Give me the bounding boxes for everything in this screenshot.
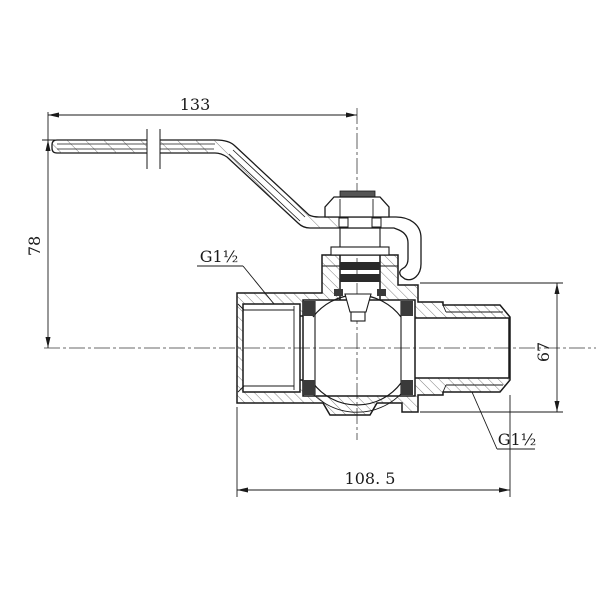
- dimension-handle-length: 133: [47, 95, 357, 140]
- arrowhead: [45, 140, 51, 151]
- seat-bottom-right: [401, 380, 413, 395]
- stem-tenon-foot: [350, 311, 366, 322]
- stem-oring-lower: [340, 274, 380, 282]
- arrowhead: [554, 401, 560, 412]
- handle-break-gap: [147, 135, 160, 158]
- gland-flange: [330, 246, 390, 256]
- thread-right-text: G1½: [498, 430, 536, 449]
- stem-packing-right: [377, 289, 386, 296]
- thread-label-top-left: G1½: [197, 247, 275, 305]
- arrowhead: [346, 112, 357, 118]
- stem-packing-left: [334, 289, 343, 296]
- male-thread-detail: [442, 304, 503, 393]
- seat-top-left: [303, 301, 315, 316]
- dimension-body-hex-height: 67: [420, 282, 563, 413]
- arrowhead: [45, 337, 51, 348]
- arrowhead: [237, 487, 248, 493]
- packing-nut: [324, 190, 390, 228]
- stem-assembly: [330, 227, 390, 322]
- arrowhead: [48, 112, 59, 118]
- handle-edge-lines: [57, 143, 306, 222]
- stem-washer: [339, 190, 376, 198]
- hex-nut: [324, 196, 390, 218]
- thread-label-bottom-right: G1½: [471, 391, 536, 450]
- dim-78-text: 78: [25, 236, 44, 256]
- female-thread-detail: [237, 303, 295, 393]
- dim-67-text: 67: [534, 342, 553, 362]
- ball: [303, 294, 413, 413]
- seat-bottom-left: [303, 380, 315, 395]
- handle-key-right: [371, 217, 382, 228]
- handle-outline: [51, 139, 422, 281]
- seat-top-right: [401, 301, 413, 316]
- dimension-body-length: 108. 5: [236, 395, 511, 497]
- dim-133-text: 133: [180, 95, 211, 114]
- arrowhead: [554, 283, 560, 294]
- ball-bottom-arc: [312, 382, 402, 406]
- thread-left-text: G1½: [200, 247, 238, 266]
- dimension-height-to-handle: 78: [25, 139, 62, 348]
- dim-108-5-text: 108. 5: [345, 469, 396, 488]
- stem-oring-upper: [340, 262, 380, 270]
- chamber-bottom-arc: [304, 383, 410, 413]
- handle-key-left: [338, 217, 349, 228]
- stem-tenon: [344, 293, 372, 313]
- stem-upper: [339, 227, 381, 249]
- arrowhead: [499, 487, 510, 493]
- ball-seats: [303, 301, 413, 395]
